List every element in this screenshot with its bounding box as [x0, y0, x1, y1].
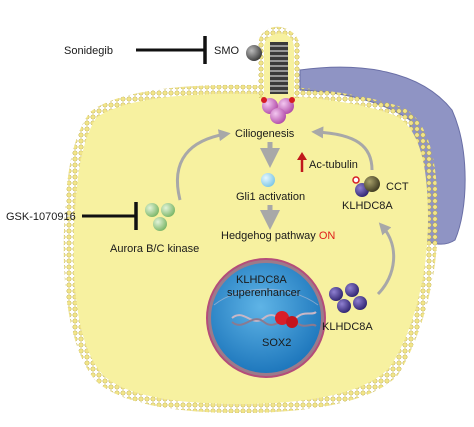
- aurora-kinase-cluster: [145, 203, 175, 231]
- ac-tubulin-label: Ac-tubulin: [309, 159, 358, 171]
- sox2-icon: [275, 311, 298, 328]
- cytoplasm: [73, 93, 428, 405]
- gsk-label: GSK-1070916: [6, 211, 76, 223]
- klhdc8a-cct-complex: [352, 176, 380, 197]
- hedgehog-on: ON: [319, 230, 336, 242]
- sonidegib-inhibition: [136, 36, 207, 64]
- basal-body-cluster: [261, 97, 295, 124]
- arrow-klhdc8a-up: [376, 222, 396, 296]
- klhdc8a-free-label: KLHDC8A: [322, 321, 373, 333]
- gli1-icon: [261, 173, 275, 187]
- ac-tubulin-up-arrow-icon: [297, 152, 307, 172]
- klhdc8a-free-cluster: [329, 283, 367, 313]
- sox2-label: SOX2: [262, 337, 291, 349]
- cct-label: CCT: [386, 181, 409, 193]
- arrow-aurora-to-cilio: [175, 129, 231, 201]
- aurora-label: Aurora B/C kinase: [110, 243, 199, 255]
- ciliogenesis-label: Ciliogenesis: [235, 128, 295, 140]
- klhdc8a-cct-label: KLHDC8A: [342, 200, 393, 212]
- superenhancer-line1: KLHDC8A: [236, 274, 287, 286]
- superenhancer-line2: superenhancer: [227, 287, 301, 299]
- smo-label: SMO: [214, 45, 240, 57]
- arrow-klhdc8a-to-cilio: [311, 126, 374, 171]
- sonidegib-label: Sonidegib: [64, 45, 113, 57]
- axoneme: [270, 42, 288, 94]
- gsk-inhibition: [82, 202, 138, 230]
- hedgehog-prefix: Hedgehog pathway: [221, 230, 319, 242]
- gli1-label: Gli1 activation: [236, 191, 305, 203]
- nucleus: [206, 258, 326, 378]
- hedgehog-label: Hedgehog pathway ON: [221, 230, 335, 242]
- smo-receptor-icon: [246, 45, 262, 61]
